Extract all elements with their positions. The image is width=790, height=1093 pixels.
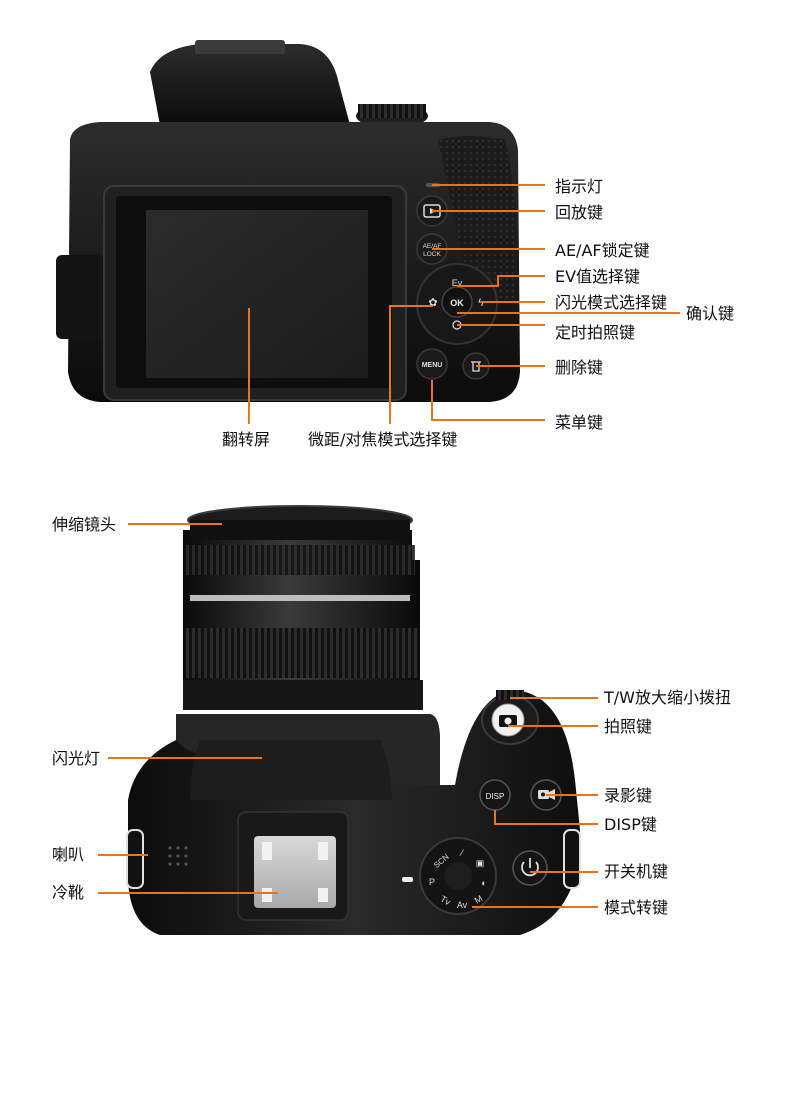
cold-shoe [254, 836, 336, 908]
mode-m-label: M [473, 893, 484, 905]
top-callout-lines [98, 523, 598, 908]
callout-record: 录影键 [604, 786, 653, 805]
callout-mode-dial: 模式转键 [604, 898, 669, 917]
callout-lens: 伸缩镜头 [52, 515, 117, 534]
callout-flash-mode: 闪光模式选择键 [555, 293, 668, 312]
callout-ae-af-lock: AE/AF锁定键 [555, 241, 650, 260]
mode-scene-icon: ⁄ [459, 848, 464, 858]
strap-lug-icon [563, 829, 581, 889]
callout-zoom-lever: T/W放大缩小拨扭 [604, 688, 731, 707]
macro-flower-icon: ✿ [428, 297, 437, 309]
ae-af-lock-label: AE/AF [423, 243, 442, 250]
callout-hot-shoe: 冷靴 [52, 883, 85, 902]
mode-av-label: Av [457, 900, 468, 910]
flash-unit [190, 740, 392, 800]
camera-top-view: DISP SCN P Tv Av M ◐ ▣ ⁄ [126, 505, 581, 935]
callout-flip-screen: 翻转屏 [222, 430, 271, 449]
callout-playback: 回放键 [555, 203, 604, 222]
callout-disp: DISP键 [604, 815, 657, 834]
back-hot-shoe-icon [195, 40, 285, 54]
callout-ev-select: EV值选择键 [555, 267, 641, 286]
camera-back-view: AE/AF LOCK Ev OK ✿ ϟ MENU [56, 40, 520, 402]
callout-power: 开关机键 [604, 862, 669, 881]
ev-label: Ev [452, 278, 463, 288]
callout-delete: 删除键 [555, 358, 604, 377]
menu-button[interactable] [416, 348, 448, 380]
mode-portrait-icon: ▣ [476, 858, 485, 868]
callout-confirm: 确认键 [686, 304, 735, 323]
lcd-display [146, 210, 368, 378]
power-icon [521, 861, 539, 877]
back-callout-lines [248, 184, 680, 424]
callout-menu: 菜单键 [555, 413, 604, 432]
mode-dial-index-mark [402, 877, 413, 882]
mode-sports-icon: ◐ [481, 878, 486, 888]
speaker-holes-icon [168, 846, 188, 866]
callout-flash: 闪光灯 [52, 749, 101, 768]
callout-indicator-light: 指示灯 [555, 177, 604, 196]
ae-af-lock-label-2: LOCK [423, 251, 441, 258]
callout-speaker: 喇叭 [52, 845, 85, 864]
ok-label: OK [450, 298, 464, 308]
speaker [126, 829, 144, 889]
mode-p-label: P [429, 877, 435, 887]
callout-self-timer: 定时拍照键 [555, 323, 636, 342]
callout-macro-focus: 微距/对焦模式选择键 [308, 430, 458, 449]
menu-label: MENU [422, 362, 443, 369]
callout-shutter: 拍照键 [604, 717, 653, 736]
disp-label: DISP [486, 792, 505, 801]
